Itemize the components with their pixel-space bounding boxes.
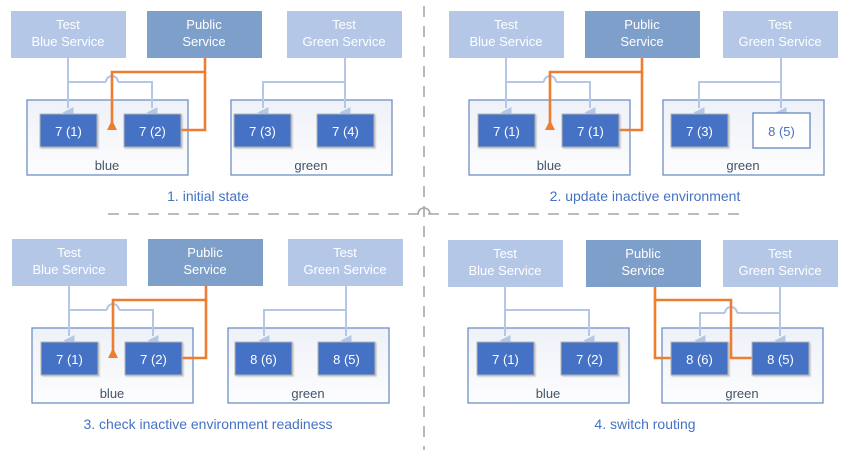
panel-3-green-service-connectors bbox=[258, 286, 352, 346]
panel-3-public-service-line2: Service bbox=[183, 262, 226, 277]
panel-2-caption: 2. update inactive environment bbox=[550, 188, 741, 204]
panel-2-test-green-service-line1: Test bbox=[768, 17, 792, 32]
panel-1-green-pod-1[interactable]: 7 (3) bbox=[233, 113, 292, 148]
panel-1-blue-pod-2-label: 7 (2) bbox=[139, 124, 166, 139]
panel-3-test-green-service-line1: Test bbox=[333, 245, 357, 260]
panel-2-public-service[interactable]: Public Service bbox=[585, 11, 700, 58]
panel-3: Test Blue Service Public Service Test Gr… bbox=[12, 239, 403, 432]
panel-3-green-pod-2-label: 8 (5) bbox=[333, 352, 360, 367]
panel-2-public-service-line1: Public bbox=[624, 17, 660, 32]
panel-1-blue-pod-1[interactable]: 7 (1) bbox=[39, 113, 98, 148]
panel-3-test-green-service-line2: Green Service bbox=[303, 262, 386, 277]
panel-1: Test Blue Service Public Service Test Gr… bbox=[11, 11, 402, 204]
panel-4-blue-pod-2[interactable]: 7 (2) bbox=[560, 341, 619, 376]
panel-1-test-blue-service[interactable]: Test Blue Service bbox=[11, 11, 126, 58]
panel-3-public-service-line1: Public bbox=[187, 245, 223, 260]
panel-2-green-pod-2[interactable]: 8 (5) bbox=[752, 112, 811, 149]
panel-3-green-pod-2[interactable]: 8 (5) bbox=[317, 341, 376, 376]
panel-1-test-blue-service-line1: Test bbox=[56, 17, 80, 32]
panel-3-test-green-service[interactable]: Test Green Service bbox=[288, 239, 403, 286]
panel-2-green-pod-1-label: 7 (3) bbox=[686, 124, 713, 139]
panel-4-caption: 4. switch routing bbox=[594, 416, 695, 432]
panel-3-blue-env-label: blue bbox=[100, 386, 125, 401]
panel-3-green-pod-1-label: 8 (6) bbox=[250, 352, 277, 367]
panel-2-test-blue-service-line1: Test bbox=[494, 17, 518, 32]
panel-1-public-service-line1: Public bbox=[186, 17, 222, 32]
panel-3-caption: 3. check inactive environment readiness bbox=[83, 416, 332, 432]
panel-1-green-env-label: green bbox=[294, 158, 327, 173]
panel-2-blue-pod-2[interactable]: 7 (1) bbox=[561, 113, 620, 148]
panel-dividers bbox=[108, 6, 740, 450]
panel-4-public-service[interactable]: Public Service bbox=[586, 240, 701, 287]
panel-1-caption: 1. initial state bbox=[167, 188, 249, 204]
panel-2-test-green-service[interactable]: Test Green Service bbox=[723, 11, 838, 58]
panel-2-green-pod-1[interactable]: 7 (3) bbox=[670, 113, 729, 148]
panel-4-green-pod-2-label: 8 (5) bbox=[767, 352, 794, 367]
panel-2-blue-env-label: blue bbox=[537, 158, 562, 173]
panel-4-blue-service-connectors bbox=[499, 286, 595, 346]
panel-1-green-pod-2[interactable]: 7 (4) bbox=[316, 113, 375, 148]
panel-2-test-green-service-line2: Green Service bbox=[738, 34, 821, 49]
panel-4-test-green-service-line1: Test bbox=[768, 246, 792, 261]
panel-2-green-service-connectors bbox=[693, 58, 787, 118]
panel-1-blue-env-label: blue bbox=[95, 158, 120, 173]
panel-4-green-pod-1[interactable]: 8 (6) bbox=[670, 341, 729, 376]
panel-2-blue-pod-1[interactable]: 7 (1) bbox=[477, 113, 536, 148]
panel-4-test-blue-service[interactable]: Test Blue Service bbox=[448, 240, 563, 287]
panel-3-green-env-label: green bbox=[291, 386, 324, 401]
panel-2-green-env-label: green bbox=[726, 158, 759, 173]
panel-1-test-green-service[interactable]: Test Green Service bbox=[287, 11, 402, 58]
panel-2-blue-pod-2-label: 7 (1) bbox=[577, 124, 604, 139]
panel-1-green-service-connectors bbox=[257, 58, 351, 118]
panel-1-public-service-line2: Service bbox=[182, 34, 225, 49]
divider-hop-icon bbox=[417, 207, 431, 215]
panel-2-test-blue-service[interactable]: Test Blue Service bbox=[449, 11, 564, 58]
panel-4-blue-env-label: blue bbox=[536, 386, 561, 401]
panel-1-test-blue-service-line2: Blue Service bbox=[32, 34, 105, 49]
panel-4-test-green-service-line2: Green Service bbox=[738, 263, 821, 278]
panel-2: Test Blue Service Public Service Test Gr… bbox=[449, 11, 838, 204]
panel-3-public-service[interactable]: Public Service bbox=[148, 239, 263, 286]
panel-1-blue-service-connectors bbox=[62, 58, 158, 118]
panel-4-public-service-line2: Service bbox=[621, 263, 664, 278]
panel-4-test-blue-service-line1: Test bbox=[493, 246, 517, 261]
panel-3-test-blue-service[interactable]: Test Blue Service bbox=[12, 239, 127, 286]
panel-4: Test Blue Service Public Service Test Gr… bbox=[448, 240, 838, 432]
panel-3-test-blue-service-line1: Test bbox=[57, 245, 81, 260]
panel-1-test-green-service-line2: Green Service bbox=[302, 34, 385, 49]
panel-3-green-pod-1[interactable]: 8 (6) bbox=[234, 341, 293, 376]
panel-4-blue-pod-1-label: 7 (1) bbox=[492, 352, 519, 367]
panel-4-test-blue-service-line2: Blue Service bbox=[469, 263, 542, 278]
panel-4-test-green-service[interactable]: Test Green Service bbox=[723, 240, 838, 287]
panel-4-blue-pod-2-label: 7 (2) bbox=[576, 352, 603, 367]
panel-3-blue-pod-1-label: 7 (1) bbox=[56, 352, 83, 367]
panel-4-green-service-connectors bbox=[694, 287, 786, 346]
panel-4-green-pod-1-label: 8 (6) bbox=[686, 352, 713, 367]
panel-3-blue-pod-1[interactable]: 7 (1) bbox=[40, 341, 99, 376]
panel-4-green-env-label: green bbox=[725, 386, 758, 401]
panel-1-green-pod-2-label: 7 (4) bbox=[332, 124, 359, 139]
panel-2-test-blue-service-line2: Blue Service bbox=[470, 34, 543, 49]
panel-1-public-service[interactable]: Public Service bbox=[147, 11, 262, 58]
panel-3-blue-pod-2[interactable]: 7 (2) bbox=[124, 341, 183, 376]
panel-1-blue-pod-2[interactable]: 7 (2) bbox=[123, 113, 182, 148]
panel-4-green-pod-2[interactable]: 8 (5) bbox=[751, 341, 810, 376]
panel-3-test-blue-service-line2: Blue Service bbox=[33, 262, 106, 277]
panel-1-test-green-service-line1: Test bbox=[332, 17, 356, 32]
panel-2-blue-pod-1-label: 7 (1) bbox=[493, 124, 520, 139]
panel-4-blue-pod-1[interactable]: 7 (1) bbox=[476, 341, 535, 376]
panel-4-public-service-routes bbox=[653, 287, 764, 363]
panel-2-public-service-line2: Service bbox=[620, 34, 663, 49]
panel-2-green-pod-2-label: 8 (5) bbox=[768, 124, 795, 139]
panel-4-public-service-line1: Public bbox=[625, 246, 661, 261]
panel-3-blue-pod-2-label: 7 (2) bbox=[140, 352, 167, 367]
panel-1-blue-pod-1-label: 7 (1) bbox=[55, 124, 82, 139]
panel-1-green-pod-1-label: 7 (3) bbox=[249, 124, 276, 139]
